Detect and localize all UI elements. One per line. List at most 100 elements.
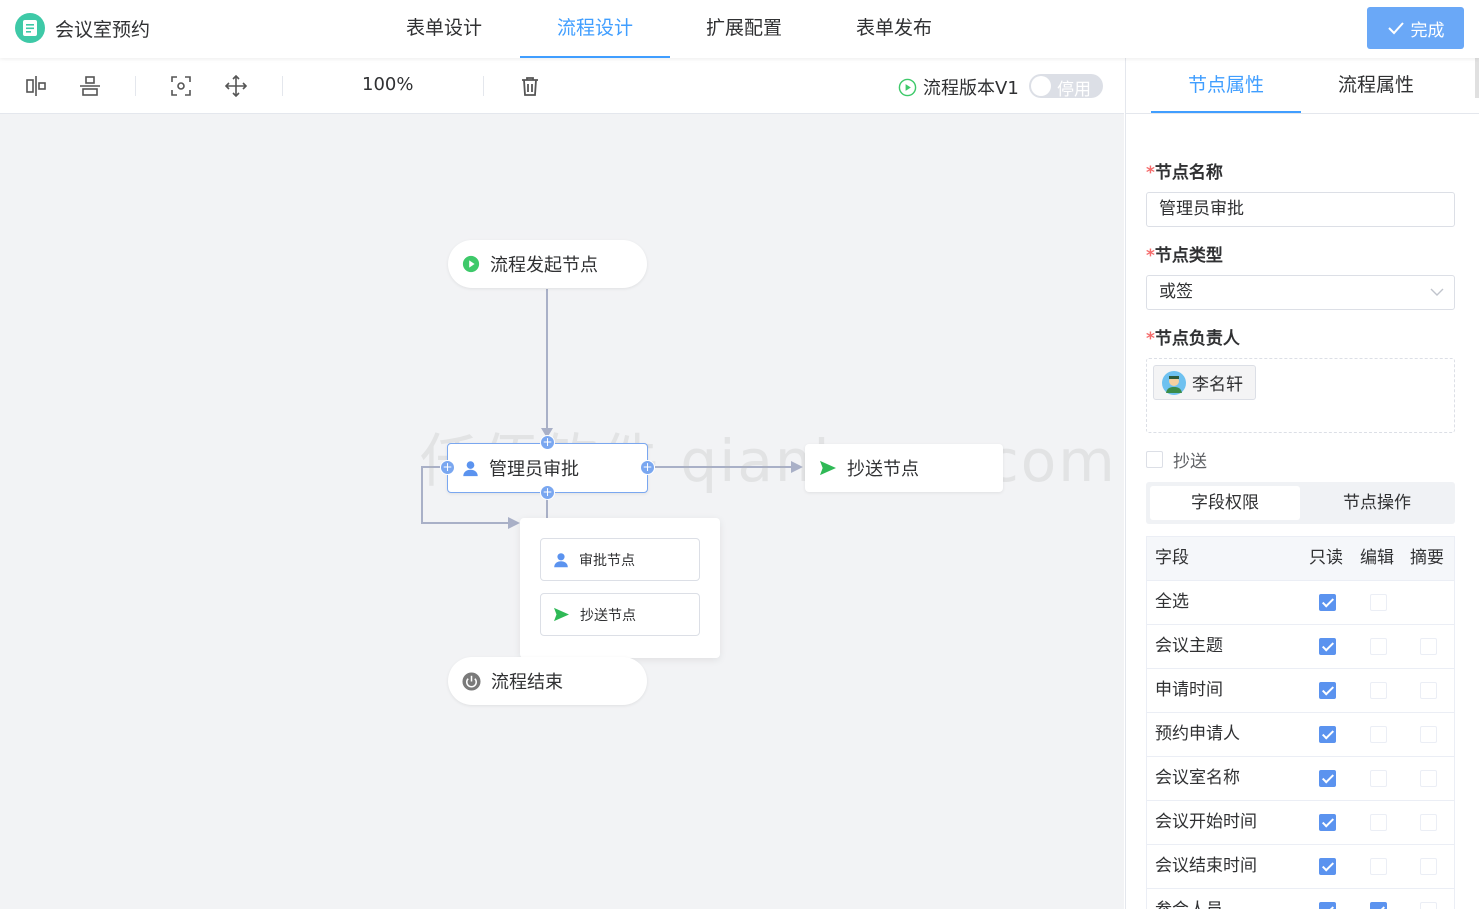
readonly-checkbox[interactable]	[1318, 726, 1336, 743]
summary-checkbox-cell	[1408, 801, 1448, 844]
table-row: 参会人员	[1147, 889, 1454, 909]
add-cc-label: 抄送节点	[580, 607, 636, 624]
edit-checkbox[interactable]	[1369, 902, 1387, 909]
tab-flow-properties[interactable]: 流程属性	[1337, 74, 1414, 96]
version-label: 流程版本V1	[923, 78, 1019, 99]
add-cc-node[interactable]: 抄送节点	[540, 593, 700, 636]
move-icon[interactable]	[224, 74, 248, 98]
edit-checkbox-cell	[1358, 713, 1398, 756]
anchor-right-plus-icon[interactable]: +	[640, 460, 655, 475]
finish-button[interactable]: 完成	[1367, 7, 1464, 49]
send-icon	[554, 607, 569, 622]
table-row: 会议开始时间	[1147, 801, 1454, 845]
segment-field-permission[interactable]: 字段权限	[1150, 486, 1300, 520]
edit-checkbox[interactable]	[1369, 682, 1387, 699]
readonly-checkbox[interactable]	[1318, 682, 1336, 699]
cc-node[interactable]: 抄送节点	[805, 444, 1003, 492]
send-icon	[820, 460, 836, 476]
summary-checkbox[interactable]	[1419, 638, 1437, 655]
field-name: 预约申请人	[1155, 724, 1240, 744]
readonly-checkbox[interactable]	[1318, 858, 1336, 875]
tab-node-properties[interactable]: 节点属性	[1151, 58, 1301, 113]
summary-checkbox[interactable]	[1419, 726, 1437, 743]
field-name: 申请时间	[1155, 680, 1223, 700]
field-name: 会议开始时间	[1155, 812, 1257, 832]
toolbar-divider	[135, 76, 136, 96]
approver-node[interactable]: 管理员审批	[447, 443, 648, 493]
check-icon	[1387, 22, 1404, 35]
start-node-label: 流程发起节点	[490, 255, 598, 276]
field-name: 全选	[1155, 592, 1189, 612]
align-vertical-icon[interactable]	[78, 74, 102, 98]
edit-checkbox[interactable]	[1369, 858, 1387, 875]
field-name: 会议主题	[1155, 636, 1223, 656]
approver-node-label: 管理员审批	[489, 459, 579, 480]
add-node-menu: 审批节点 抄送节点	[520, 518, 720, 658]
anchor-left-plus-icon[interactable]: +	[440, 460, 455, 475]
cc-checkbox-row[interactable]: 抄送	[1146, 447, 1207, 472]
node-owner-label: *节点负责人	[1146, 324, 1240, 349]
edit-checkbox-cell	[1358, 845, 1398, 888]
summary-checkbox[interactable]	[1419, 770, 1437, 787]
top-bar: 会议室预约 表单设计 流程设计 扩展配置 表单发布 完成	[0, 0, 1479, 58]
cc-checkbox[interactable]	[1146, 451, 1163, 468]
avatar	[1162, 370, 1186, 395]
table-header: 字段 只读 编辑 摘要	[1147, 537, 1454, 581]
summary-checkbox-cell	[1408, 845, 1448, 888]
trash-icon[interactable]	[518, 74, 542, 98]
owner-chip[interactable]: 李名轩	[1153, 365, 1256, 400]
readonly-checkbox[interactable]	[1318, 814, 1336, 831]
flow-canvas[interactable]: 仟佰软件 qianbone.com 流程发起节点 管理员审批 + + + + 抄…	[0, 114, 1124, 909]
user-icon	[463, 460, 478, 476]
anchor-bottom-plus-icon[interactable]: +	[540, 485, 555, 500]
node-type-select[interactable]: 或签	[1146, 275, 1455, 310]
segment-node-actions[interactable]: 节点操作	[1343, 493, 1411, 513]
readonly-checkbox[interactable]	[1318, 638, 1336, 655]
flow-version: 流程版本V1	[898, 74, 1019, 100]
tab-extension-config[interactable]: 扩展配置	[705, 17, 782, 39]
table-row: 会议主题	[1147, 625, 1454, 669]
node-type-value: 或签	[1159, 282, 1193, 302]
required-mark: *	[1146, 329, 1155, 349]
edit-checkbox[interactable]	[1369, 814, 1387, 831]
zoom-level: 100%	[362, 74, 414, 95]
align-horizontal-icon[interactable]	[24, 74, 48, 98]
scrollbar[interactable]	[1475, 58, 1479, 98]
edit-checkbox[interactable]	[1369, 770, 1387, 787]
finish-button-label: 完成	[1410, 20, 1445, 41]
anchor-top-plus-icon[interactable]: +	[540, 435, 555, 450]
start-node[interactable]: 流程发起节点	[448, 240, 647, 288]
readonly-checkbox[interactable]	[1318, 594, 1336, 611]
node-name-input[interactable]: 管理员审批	[1146, 192, 1455, 227]
node-owner-label-text: 节点负责人	[1154, 329, 1240, 349]
summary-checkbox[interactable]	[1419, 902, 1437, 909]
tabs-divider	[1126, 113, 1479, 114]
end-node[interactable]: 流程结束	[448, 657, 647, 705]
segmented-control: 字段权限 节点操作	[1146, 482, 1455, 524]
readonly-checkbox[interactable]	[1318, 770, 1336, 787]
edit-checkbox[interactable]	[1369, 638, 1387, 655]
tab-form-publish[interactable]: 表单发布	[855, 17, 932, 39]
document-icon	[15, 13, 45, 43]
edit-checkbox[interactable]	[1369, 726, 1387, 743]
cc-node-label: 抄送节点	[847, 459, 919, 480]
disable-toggle[interactable]: 停用	[1029, 74, 1103, 100]
table-row: 预约申请人	[1147, 713, 1454, 757]
readonly-checkbox-cell	[1307, 713, 1347, 756]
table-row: 全选	[1147, 581, 1454, 625]
fit-view-icon[interactable]	[169, 74, 193, 98]
summary-checkbox[interactable]	[1419, 858, 1437, 875]
tab-flow-design[interactable]: 流程设计	[520, 0, 670, 58]
summary-checkbox-cell	[1408, 889, 1448, 909]
summary-checkbox[interactable]	[1419, 814, 1437, 831]
add-approver-node[interactable]: 审批节点	[540, 538, 700, 581]
readonly-checkbox[interactable]	[1318, 902, 1336, 909]
end-node-label: 流程结束	[491, 672, 563, 693]
readonly-checkbox-cell	[1307, 625, 1347, 668]
tab-form-design[interactable]: 表单设计	[405, 17, 482, 39]
summary-checkbox[interactable]	[1419, 682, 1437, 699]
power-icon	[462, 671, 481, 691]
edit-checkbox[interactable]	[1369, 594, 1387, 611]
node-owner-box[interactable]: 李名轩	[1146, 358, 1455, 433]
readonly-checkbox-cell	[1307, 801, 1347, 844]
